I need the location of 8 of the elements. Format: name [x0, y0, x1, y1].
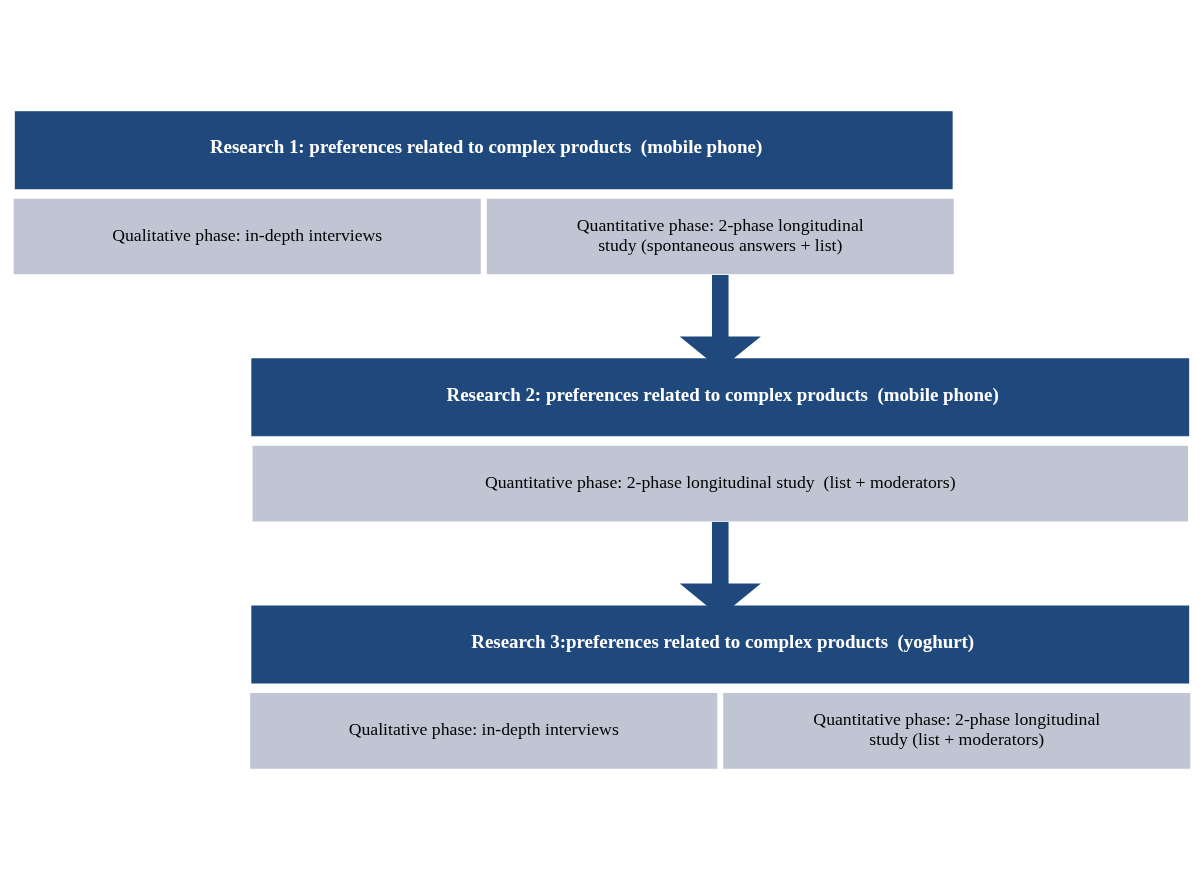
node-box: Quantitative phase: 2-phase longitudinal study (list + moderators) — [251, 444, 1190, 523]
node-box: Research 2: preferences related to complex products (mobile phone) — [251, 358, 1190, 437]
node-box: Qualitative phase: in-depth interviews — [12, 197, 482, 276]
node-box: Research 3:preferences related to complex products (yoghurt) — [251, 605, 1190, 684]
node-box: Quantitative phase: 2-phase longitudinal study (spontaneous answers + list) — [485, 197, 955, 276]
node-box: Research 1: preferences related to complex products (mobile phone) — [14, 111, 953, 190]
node-box: Qualitative phase: in-depth interviews — [249, 691, 719, 770]
node-box: Quantitative phase: 2-phase longitudinal study (list + moderators) — [722, 691, 1192, 770]
